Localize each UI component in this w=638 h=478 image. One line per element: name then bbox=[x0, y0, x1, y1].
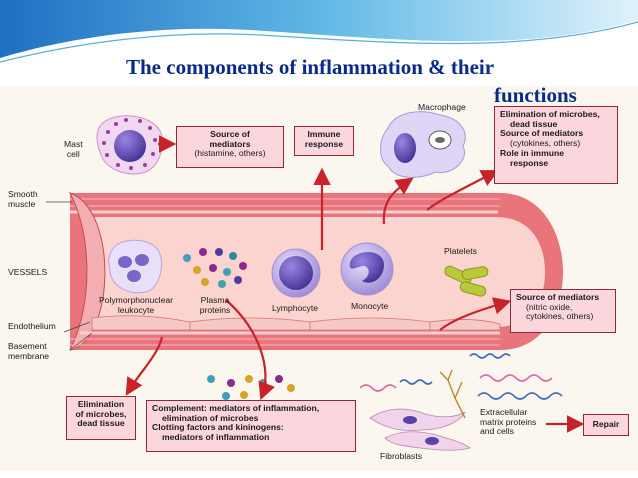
label-ecm-line3: and cells bbox=[480, 426, 514, 437]
leader-lines bbox=[46, 201, 93, 351]
box-mast-mediators-line1: Source of bbox=[210, 129, 250, 139]
label-mast-cell-line2: cell bbox=[66, 148, 80, 159]
box-immune-response: Immune response bbox=[294, 126, 354, 156]
label-fibroblasts: Fibroblasts bbox=[380, 451, 423, 461]
macrophage bbox=[380, 111, 466, 178]
box-endothelium-mediators: Source of mediators (nitric oxide, cytok… bbox=[510, 289, 616, 333]
ecm-fibers bbox=[359, 353, 563, 400]
label-plasma-proteins: Plasma proteins bbox=[192, 295, 238, 315]
box-complement-line3: Clotting factors and kininogens: bbox=[152, 422, 284, 433]
label-monocyte: Monocyte bbox=[351, 301, 389, 311]
label-smooth-muscle-line1: Smooth bbox=[8, 189, 38, 199]
box-endothelium-line2: (nitric oxide, bbox=[526, 301, 573, 312]
mast-cell bbox=[96, 115, 163, 175]
header-wave-line bbox=[0, 21, 638, 63]
label-macrophage: Macrophage bbox=[418, 102, 466, 112]
plasma-protein-dots bbox=[183, 248, 247, 288]
label-basement-membrane-line1: Basement bbox=[8, 341, 47, 351]
box-complement: Complement: mediators of inflammation, e… bbox=[146, 400, 356, 452]
header-wave bbox=[0, 0, 638, 58]
box-macrophage-functions: Elimination of microbes, dead tissue Sou… bbox=[494, 106, 618, 184]
label-basement-membrane: Basement membrane bbox=[8, 341, 50, 361]
label-platelets: Platelets bbox=[444, 246, 477, 256]
box-complement-line4: mediators of inflammation bbox=[162, 432, 270, 443]
smooth-muscle-bottom bbox=[70, 338, 500, 346]
label-mast-cell-line1: Mast bbox=[64, 139, 83, 149]
platelets bbox=[444, 265, 489, 297]
label-pmn: Polymorphonuclear leukocyte bbox=[91, 295, 181, 315]
box-macrophage-line2: dead tissue bbox=[510, 118, 558, 129]
endothelium-bottom bbox=[91, 315, 501, 331]
box-macrophage-line5: Role in immune bbox=[500, 147, 564, 158]
box-macrophage-line6: response bbox=[510, 157, 549, 168]
box-endothelium-line1: Source of mediators bbox=[516, 292, 600, 302]
label-pmn-line2: leukocyte bbox=[117, 304, 155, 315]
box-macrophage-line1: Elimination of microbes, bbox=[500, 109, 600, 119]
page-title-line1: The components of inflammation & their bbox=[126, 55, 495, 79]
box-mast-mediators-line3: (histamine, others) bbox=[194, 148, 266, 159]
label-plasma-proteins-line1: Plasma bbox=[200, 295, 230, 305]
box-mast-mediators: Source of mediators (histamine, others) bbox=[176, 126, 284, 168]
neutrophil bbox=[108, 239, 162, 294]
arrows bbox=[125, 135, 585, 433]
box-immune-response-line1: Immune bbox=[307, 129, 341, 139]
lymphocyte bbox=[271, 248, 321, 298]
box-endothelium-line3: cytokines, others) bbox=[526, 311, 594, 322]
page-title-line2: functions bbox=[494, 83, 577, 107]
label-ecm-line1: Extracellular bbox=[480, 407, 528, 417]
elastin-fibers bbox=[439, 369, 466, 419]
label-ecm: Extracellular matrix proteins and cells bbox=[480, 407, 537, 437]
box-immune-response-line2: response bbox=[304, 138, 344, 149]
label-endothelium: Endothelium bbox=[8, 321, 56, 331]
box-repair-label: Repair bbox=[592, 419, 620, 429]
box-pmn-line3: dead tissue bbox=[77, 418, 125, 429]
label-ecm-line2: matrix proteins bbox=[480, 416, 537, 427]
label-vessels: VESSELS bbox=[8, 267, 48, 277]
box-pmn-line1: Elimination bbox=[77, 399, 125, 409]
monocyte bbox=[340, 242, 394, 296]
box-mast-mediators-line2: mediators bbox=[209, 138, 251, 149]
smooth-muscle-top bbox=[70, 198, 500, 207]
vessel-opening bbox=[68, 192, 106, 351]
box-pmn-elimination: Elimination of microbes, dead tissue bbox=[66, 396, 136, 440]
label-basement-membrane-line2: membrane bbox=[8, 350, 50, 361]
box-complement-line2: elimination of microbes bbox=[162, 412, 259, 423]
box-macrophage-line4: (cytokines, others) bbox=[510, 138, 581, 149]
box-complement-line1: Complement: mediators of inflammation, bbox=[152, 403, 320, 413]
label-lymphocyte: Lymphocyte bbox=[272, 303, 319, 313]
label-mast-cell: Mast cell bbox=[64, 139, 83, 159]
label-smooth-muscle-line2: muscle bbox=[8, 198, 36, 209]
label-plasma-proteins-line2: proteins bbox=[199, 304, 231, 315]
box-macrophage-line3: Source of mediators bbox=[500, 128, 584, 139]
box-repair: Repair bbox=[583, 414, 629, 436]
label-pmn-line1: Polymorphonuclear bbox=[98, 295, 174, 305]
label-smooth-muscle: Smooth muscle bbox=[8, 189, 38, 209]
box-pmn-line2: of microbes, bbox=[75, 408, 127, 419]
fibroblasts bbox=[369, 408, 471, 451]
